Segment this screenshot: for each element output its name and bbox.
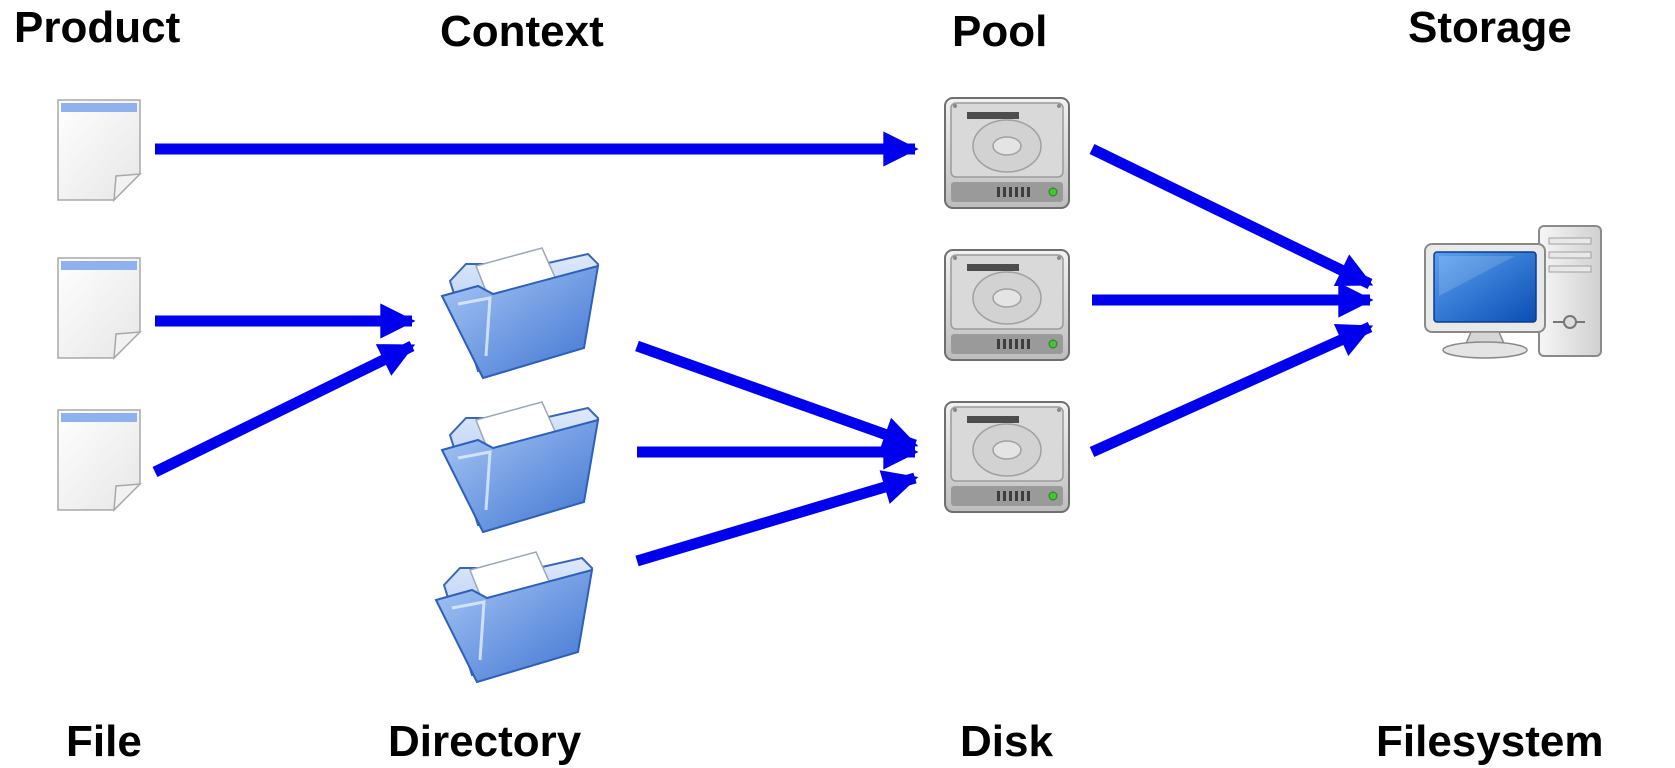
document-icon	[57, 257, 141, 359]
hard-disk-icon	[944, 249, 1070, 361]
arrow-disk3-to-computer	[1089, 321, 1374, 458]
label-disk: Disk	[960, 717, 1053, 766]
arrow-disk1-to-computer	[1089, 144, 1374, 289]
hard-disk-icon	[944, 97, 1070, 209]
folder-icon	[434, 550, 594, 684]
label-file: File	[66, 717, 142, 766]
label-storage: Storage	[1408, 3, 1572, 52]
arrow-file3-to-folder1	[152, 341, 416, 477]
folder-icon	[440, 246, 600, 380]
document-icon	[57, 99, 141, 201]
label-product: Product	[14, 3, 181, 52]
document-icon	[57, 409, 141, 511]
computer-icon	[1424, 225, 1602, 359]
arrows	[152, 131, 1374, 567]
arrow-folder3-to-disk3	[635, 470, 919, 567]
label-directory: Directory	[388, 717, 582, 766]
arrow-folder1-to-disk3	[635, 340, 919, 451]
hard-disk-icon	[944, 401, 1070, 513]
label-filesystem: Filesystem	[1376, 717, 1604, 766]
label-pool: Pool	[952, 7, 1048, 56]
label-context: Context	[440, 7, 604, 56]
folder-icon	[440, 400, 600, 534]
